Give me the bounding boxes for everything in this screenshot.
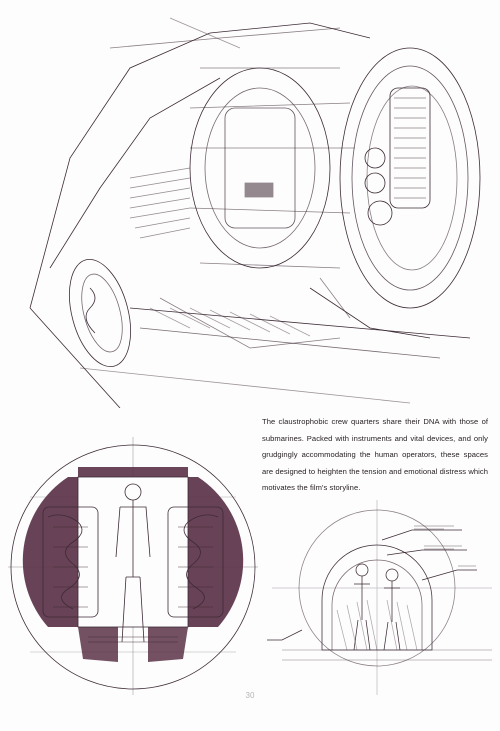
page-number: 30 [245, 691, 255, 700]
vehicle-sketch [10, 8, 490, 408]
cockpit-elevation-sketch [262, 500, 492, 695]
crew-quarters-section-sketch [8, 437, 258, 695]
caption-text: The claustrophobic crew quarters share t… [262, 417, 488, 492]
